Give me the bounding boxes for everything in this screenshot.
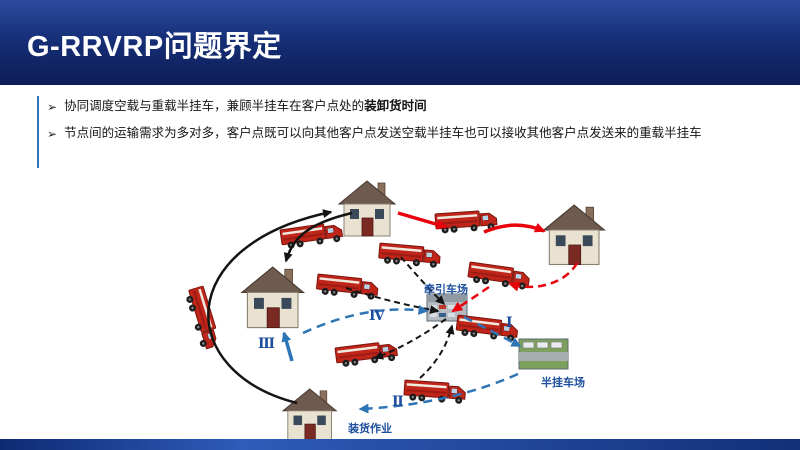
bullet-text-plain: 协同调度空载与重载半挂车，兼顾半挂车在客户点处的 [64,99,365,113]
slide-header: G-RRVRP问题界定 [0,0,800,85]
bullet-item: ➢ 节点间的运输需求为多对多，客户点既可以向其他客户点发送空载半挂车也可以接收其… [47,124,769,144]
red-route-arrow-2 [483,223,546,234]
loading-operation-label: 装货作业 [348,423,392,435]
black-dashed-route-arrow-3 [373,318,447,360]
truck-icon [377,242,442,269]
bullet-text-plain: 节点间的运输需求为多对多，客户点既可以向其他客户点发送空载半挂车也可以接收其他客… [64,125,702,140]
truck-icon [403,379,467,405]
bullet-text-bold: 装卸货时间 [364,99,427,113]
slide-title: G-RRVRP问题界定 [27,31,282,63]
bullet-text: 协同调度空载与重载半挂车，兼顾半挂车在客户点处的装卸货时间 [64,97,427,117]
truck-icon [315,273,380,301]
red-route-arrow-1 [397,211,448,230]
red-dashed-route-arrow-1 [508,262,579,292]
bullet-list: ➢ 协同调度空载与重载半挂车，兼顾半挂车在客户点处的装卸货时间 ➢ 节点间的运输… [47,97,769,150]
trailer-depot-photo [518,338,569,370]
black-dashed-route-arrow-2 [345,287,440,314]
trailer-depot-label: 半挂车场 [541,377,585,389]
tractor-depot-label: 牵引车场 [424,284,468,296]
bullet-arrow-icon: ➢ [47,126,58,141]
truck-icon [279,221,344,251]
route-roman-numeral-4: Ⅳ [369,309,385,324]
bullet-arrow-icon: ➢ [47,100,58,114]
truck-icon [334,340,399,369]
footer-bar [0,439,800,450]
truck-icon [466,261,531,291]
black-dashed-route-arrow-4 [419,324,455,379]
accent-line [37,96,39,168]
house-icon [241,266,305,329]
route-roman-numeral-2: Ⅱ [392,395,404,410]
house-icon [543,204,605,266]
blue-dashed-route-arrow-1 [463,315,522,348]
house-icon [338,180,396,237]
blue-solid-route-arrow-3 [281,331,294,362]
bullet-item: ➢ 协同调度空载与重载半挂车，兼顾半挂车在客户点处的装卸货时间 [47,97,769,117]
truck-icon [183,285,222,351]
house-icon [282,388,337,442]
bullet-text: 节点间的运输需求为多对多，客户点既可以向其他客户点发送空载半挂车也可以接收其他客… [64,124,702,144]
red-dashed-route-arrow-2 [451,285,490,313]
route-roman-numeral-3: Ⅲ [258,337,276,352]
black-route-arrow-2 [283,211,353,263]
route-roman-numeral-1: Ⅰ [506,316,513,331]
blue-dashed-route-arrow-2 [358,372,519,414]
black-route-arrow-1 [207,209,333,405]
black-dashed-route-arrow-1 [400,256,446,306]
blue-dashed-route-arrow-4 [302,304,429,335]
